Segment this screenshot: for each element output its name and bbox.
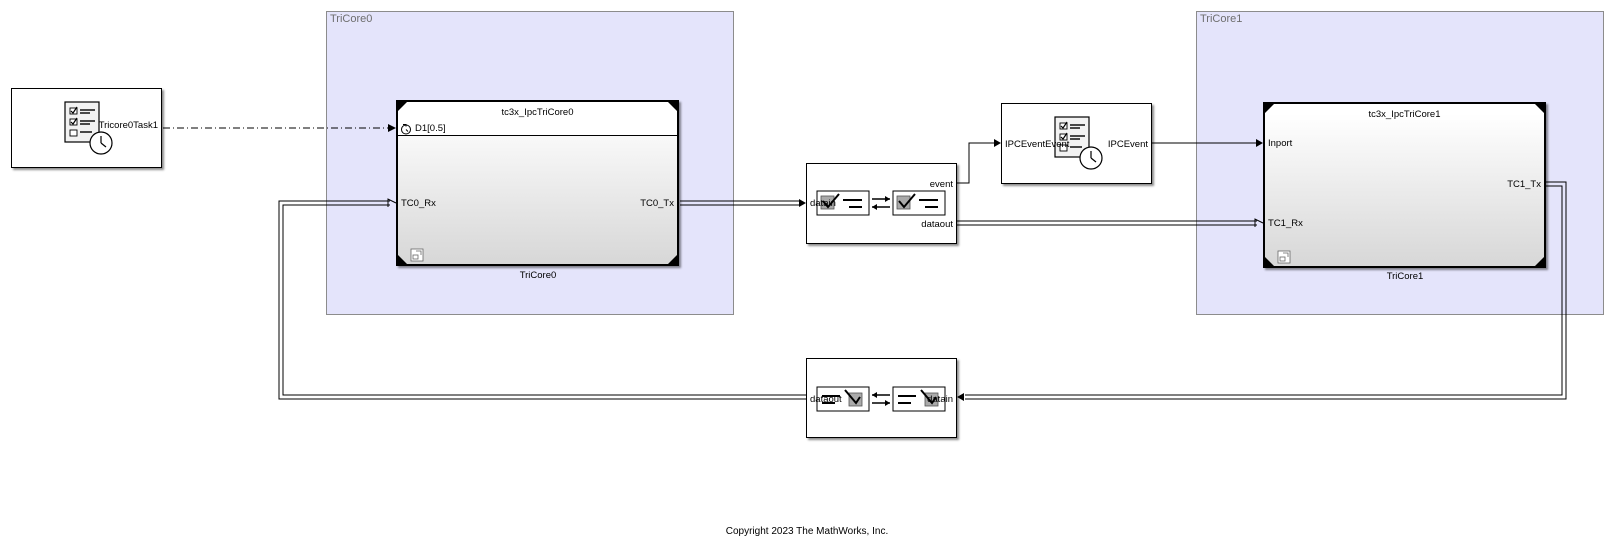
port-label-in: datain xyxy=(810,198,836,209)
port-label-out: Tricore0Task1 xyxy=(98,120,158,131)
model-name: tc3x_IpcTriCore0 xyxy=(501,107,574,118)
bus-line-tc1-tx[interactable] xyxy=(957,181,1567,401)
corner-mark xyxy=(1265,104,1274,113)
port-label-event: event xyxy=(929,179,953,190)
port-label-dataout: dataout xyxy=(921,219,953,230)
model-header xyxy=(398,102,677,136)
bus-line-tc0-tx[interactable] xyxy=(680,199,806,207)
port-label-out: dataout xyxy=(810,394,842,405)
port-label-out: IPCEvent xyxy=(1107,139,1148,150)
ipc-event-task-block[interactable]: IPCEventEvent IPCEvent xyxy=(1001,103,1152,184)
queue-receive-icon xyxy=(816,386,946,412)
copyright-text: Copyright 2023 The MathWorks, Inc. xyxy=(725,526,889,537)
task-scheduler-block[interactable]: Tricore0Task1 xyxy=(11,88,162,168)
block-caption: TriCore0 xyxy=(519,270,557,281)
event-signal-line[interactable] xyxy=(957,139,1001,184)
task-scheduler-icon xyxy=(1054,116,1103,170)
block-caption: TriCore1 xyxy=(1386,271,1424,282)
corner-mark xyxy=(398,102,407,111)
model-block-tricore1[interactable]: tc3x_IpcTriCore1 Inport TC1_Rx TC1_Tx xyxy=(1263,102,1546,268)
port-label-out: TC1_Tx xyxy=(1507,179,1541,190)
model-block-tricore0[interactable]: tc3x_IpcTriCore0 D1[0.5] TC0_Rx TC0_Tx xyxy=(396,100,679,266)
port-label-in: datain xyxy=(927,394,953,405)
port-label-inport: Inport xyxy=(1268,138,1293,149)
ipc-sender-block[interactable]: datain event dataout xyxy=(806,163,957,244)
ipc-receiver-block[interactable]: dataout datain xyxy=(806,358,957,438)
corner-mark xyxy=(1535,257,1544,266)
port-label-in: TC1_Rx xyxy=(1268,218,1303,229)
area-title: TriCore1 xyxy=(1200,13,1243,25)
bus-line-tc0-rx[interactable] xyxy=(278,198,806,400)
model-reference-icon xyxy=(1277,250,1291,264)
model-name: tc3x_IpcTriCore1 xyxy=(1368,109,1441,120)
trigger-signal-line[interactable] xyxy=(163,124,396,132)
port-label-in: IPCEventEvent xyxy=(1005,139,1070,150)
corner-mark xyxy=(668,255,677,264)
corner-mark xyxy=(1265,257,1274,266)
corner-mark xyxy=(398,255,407,264)
port-label-trigger: D1[0.5] xyxy=(415,123,446,134)
area-title: TriCore0 xyxy=(330,13,373,25)
corner-mark xyxy=(1535,104,1544,113)
corner-mark xyxy=(668,102,677,111)
task-scheduler-icon xyxy=(64,101,113,155)
trigger-icon xyxy=(401,124,411,135)
bus-line-dataout-tc1-rx[interactable] xyxy=(957,218,1264,227)
model-reference-icon xyxy=(410,248,424,262)
queue-send-icon xyxy=(816,190,946,216)
ipc-event-signal-line[interactable] xyxy=(1152,139,1263,147)
port-label-in: TC0_Rx xyxy=(401,198,436,209)
port-label-out: TC0_Tx xyxy=(640,198,674,209)
